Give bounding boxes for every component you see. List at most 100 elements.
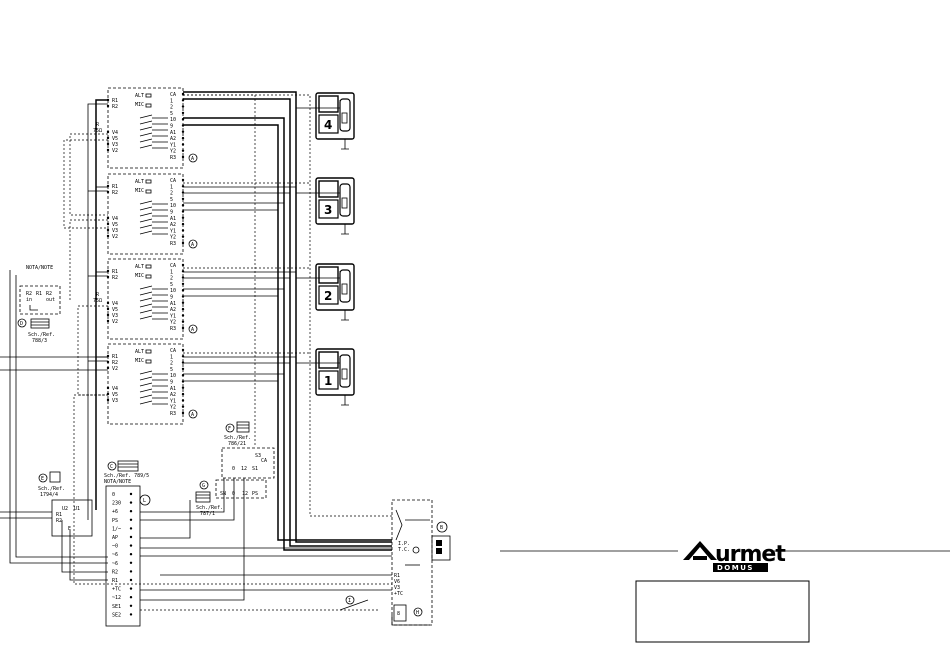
- terminal-label: A2: [170, 136, 176, 142]
- svg-text:V6: V6: [394, 579, 400, 585]
- terminal-label: 1: [170, 98, 173, 104]
- svg-text:R1: R1: [394, 573, 400, 579]
- terminal-pin: [181, 105, 185, 108]
- power-supply-unit: C Sch./Ref. 789/5 NOTA/NOTE L 0230+6PS1/…: [104, 460, 151, 627]
- power-terminal-label: ~12: [112, 595, 121, 601]
- lock-switch: I 8 H: [339, 595, 423, 622]
- svg-text:1794/4: 1794/4: [40, 492, 58, 498]
- contact-switch: [139, 212, 168, 217]
- terminal-label: 5: [170, 282, 173, 288]
- monitor-body: [315, 348, 355, 396]
- monitor-handset: [339, 269, 351, 303]
- terminal-label: V4: [112, 216, 118, 222]
- relay-coil: [145, 189, 152, 194]
- svg-text:NOTA/NOTE: NOTA/NOTE: [104, 479, 131, 485]
- module-circle-label: [188, 239, 198, 249]
- monitor-keypad: [341, 283, 348, 295]
- contact-switch: [139, 285, 168, 290]
- alt-label: ALT: [135, 264, 144, 270]
- terminal-label: R3: [170, 241, 176, 247]
- relay-coil: [145, 93, 152, 98]
- module-circle-label: [188, 324, 198, 334]
- terminal-label: V4: [112, 130, 118, 136]
- terminal-label: Y1: [170, 228, 176, 234]
- brand-logo-word: urmet: [715, 542, 786, 567]
- power-terminal-pin: [129, 527, 133, 530]
- terminal-pin: [181, 307, 185, 311]
- terminal-pin: [106, 269, 110, 273]
- terminal-pin: [106, 301, 110, 305]
- terminal-label: V2: [112, 148, 118, 154]
- contact-switch: [139, 297, 168, 302]
- svg-text:T.C.: T.C.: [398, 547, 410, 553]
- terminal-pin: [181, 241, 185, 245]
- relay-coil: [145, 103, 152, 108]
- relay-coil: [145, 359, 152, 364]
- terminal-label: R3: [170, 155, 176, 161]
- logo-block: urmet DOMUS: [500, 541, 950, 572]
- svg-text:Sch./Ref.: Sch./Ref.: [224, 435, 251, 441]
- power-terminal-pin: [129, 578, 133, 582]
- terminal-pin: [106, 354, 110, 358]
- terminal-pin: [181, 320, 185, 323]
- terminal-label: A1: [170, 301, 176, 307]
- power-terminal-label: SE1: [112, 604, 121, 610]
- power-terminal-pin: [129, 510, 133, 513]
- svg-text:out: out: [46, 297, 55, 303]
- contact-switch: [139, 303, 168, 308]
- terminal-pin: [106, 104, 110, 108]
- terminal-label: V3: [112, 228, 118, 234]
- terminal-label: 1: [170, 184, 173, 190]
- terminal-label: Y1: [170, 142, 176, 148]
- terminal-pin: [181, 191, 185, 194]
- module-circle-letter: A: [191, 242, 194, 248]
- contact-switch: [139, 376, 168, 381]
- svg-text:R: R: [96, 292, 100, 298]
- terminal-pin: [181, 348, 185, 352]
- svg-text:B: B: [440, 525, 443, 531]
- power-terminal-label: R1: [112, 578, 118, 584]
- junction-unit: E Sch./Ref. 1794/4 U2 U1 R1 R2 E: [38, 471, 93, 537]
- terminal-pin: [106, 228, 110, 232]
- terminal-label: R2: [112, 275, 118, 281]
- svg-text:U1: U1: [74, 506, 80, 512]
- contact-switch: [139, 388, 168, 393]
- terminal-pin: [181, 392, 185, 396]
- mic-label: MIC: [135, 102, 144, 108]
- svg-text:E: E: [68, 526, 71, 532]
- contact-switch: [139, 218, 168, 223]
- terminal-pin: [181, 124, 185, 127]
- terminal-label: Y2: [170, 405, 176, 411]
- terminal-pin: [181, 263, 185, 267]
- terminal-pin: [181, 178, 185, 182]
- monitor-cable: [341, 224, 349, 235]
- terminal-pin: [181, 222, 185, 226]
- monitor-number: 4: [324, 118, 332, 132]
- svg-text:Sch./Ref.: Sch./Ref.: [38, 486, 65, 492]
- monitor-screen: [318, 351, 339, 369]
- svg-text:I: I: [348, 598, 351, 604]
- terminal-label: CA: [170, 263, 176, 269]
- terminal-pin: [106, 190, 110, 194]
- power-terminal-label: 0: [112, 492, 115, 498]
- terminal-label: R2: [112, 360, 118, 366]
- timer-unit: G Sch./Ref. 787/1 SN 0 12 PS: [195, 479, 267, 517]
- power-terminal-pin: [129, 518, 133, 521]
- terminal-pin: [181, 235, 185, 238]
- terminal-label: R3: [170, 411, 176, 417]
- monitor-number: 3: [324, 203, 332, 217]
- terminal-label: Y2: [170, 149, 176, 155]
- terminal-label: R1: [112, 354, 118, 360]
- power-terminal-label: 1/~: [112, 526, 121, 532]
- svg-text:DOMUS: DOMUS: [717, 564, 754, 572]
- terminal-pin: [181, 411, 185, 415]
- contact-switch: [139, 206, 168, 211]
- terminal-pin: [181, 229, 185, 232]
- monitor-body: [315, 263, 355, 311]
- resistor-75-b: R 75Ω: [93, 292, 102, 304]
- terminal-label: 2: [170, 191, 173, 197]
- svg-text:H: H: [416, 610, 419, 616]
- terminal-pin: [106, 360, 110, 364]
- contact-switch: [139, 370, 168, 375]
- monitor-body: [315, 92, 355, 140]
